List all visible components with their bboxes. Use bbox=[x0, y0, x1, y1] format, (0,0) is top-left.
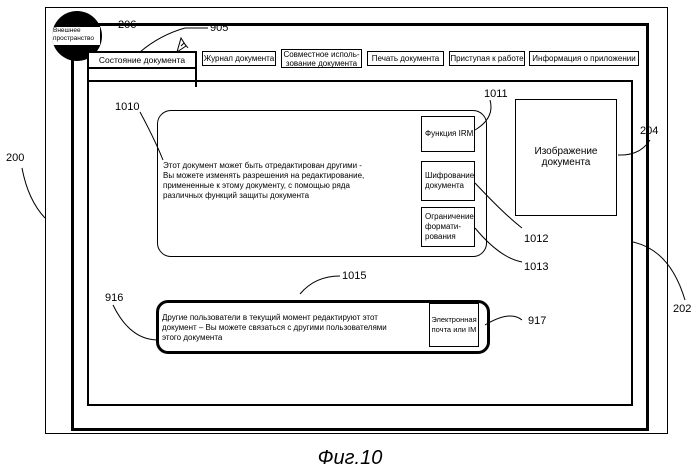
tab-label: Журнал документа bbox=[204, 54, 274, 63]
tab-label: Состояние документа bbox=[99, 56, 185, 65]
ref-916: 916 bbox=[105, 292, 123, 304]
tab-application-info[interactable]: Информация о приложении bbox=[529, 51, 639, 66]
tab-label: Информация о приложении bbox=[532, 54, 635, 63]
outer-space-label: Внешнее пространство bbox=[52, 27, 100, 45]
tab-label: Совместное исполь- зование документа bbox=[283, 50, 359, 68]
button-label: Шифрование документа bbox=[425, 171, 474, 191]
email-or-im-button[interactable]: Электронная почта или IM bbox=[429, 303, 479, 347]
ref-202: 202 bbox=[673, 303, 691, 315]
ref-200: 200 bbox=[6, 152, 24, 164]
document-encryption-button[interactable]: Шифрование документа bbox=[421, 161, 475, 201]
tab-label: Приступая к работе bbox=[450, 54, 523, 63]
other-users-text: Другие пользователи в текущий момент ред… bbox=[162, 313, 422, 343]
ref-1013: 1013 bbox=[524, 261, 548, 273]
irm-function-button[interactable]: Функция IRM bbox=[421, 116, 475, 152]
ref-1015: 1015 bbox=[342, 270, 366, 282]
document-preview: Изображение документа bbox=[515, 99, 617, 216]
button-label: Электронная почта или IM bbox=[431, 315, 476, 335]
button-label: Функция IRM bbox=[425, 129, 473, 139]
formatting-restriction-button[interactable]: Ограничение формати- рования bbox=[421, 207, 475, 247]
ref-204: 204 bbox=[640, 125, 658, 137]
tab-label: Печать документа bbox=[372, 54, 439, 63]
tab-document-print[interactable]: Печать документа bbox=[367, 51, 444, 66]
leader-200 bbox=[22, 168, 45, 218]
ref-917: 917 bbox=[528, 315, 546, 327]
button-label: Ограничение формати- рования bbox=[425, 212, 474, 242]
ref-1010: 1010 bbox=[115, 101, 139, 113]
tab-document-sharing[interactable]: Совместное исполь- зование документа bbox=[281, 49, 362, 68]
document-preview-label: Изображение документа bbox=[516, 146, 616, 168]
tab-getting-started[interactable]: Приступая к работе bbox=[449, 51, 525, 66]
ref-1011: 1011 bbox=[484, 88, 508, 100]
ref-1012: 1012 bbox=[524, 233, 548, 245]
tab-document-journal[interactable]: Журнал документа bbox=[202, 51, 276, 66]
tab-document-status[interactable]: Состояние документа bbox=[87, 51, 197, 69]
ref-905: 905 bbox=[210, 22, 228, 34]
figure-caption: Фиг.10 bbox=[280, 446, 420, 470]
ref-206: 206 bbox=[118, 19, 136, 31]
document-status-text: Этот документ может быть отредактирован … bbox=[163, 161, 413, 201]
